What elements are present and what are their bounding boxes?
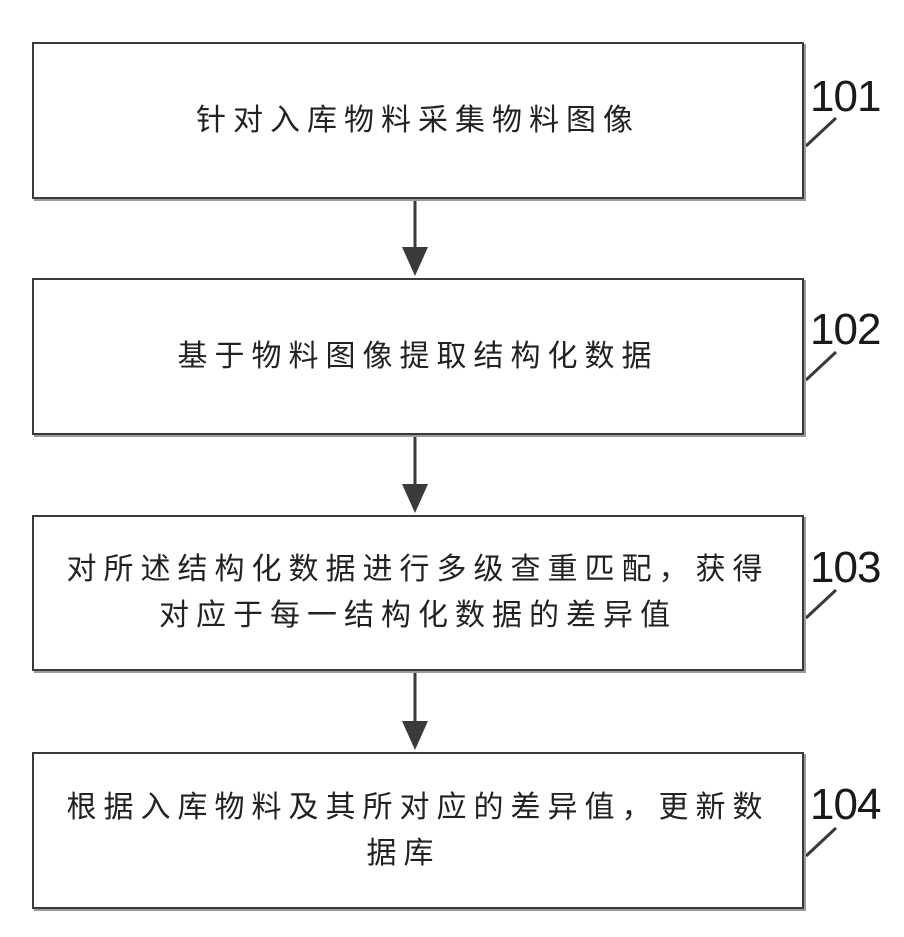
leader-line-104 — [806, 828, 836, 856]
process-text-step-2: 基于物料图像提取结构化数据 — [178, 334, 659, 380]
arrow-step-3-to-4 — [402, 673, 428, 750]
leader-line-102 — [806, 352, 836, 380]
step-number-103: 103 — [810, 543, 880, 593]
process-text-step-1: 针对入库物料采集物料图像 — [196, 98, 640, 144]
process-text-line: 对应于每一结构化数据的差异值 — [67, 593, 770, 639]
process-text-step-3: 对所述结构化数据进行多级查重匹配，获得 对应于每一结构化数据的差异值 — [67, 547, 770, 639]
process-box-step-1: 针对入库物料采集物料图像 — [32, 42, 804, 199]
step-number-101: 101 — [810, 72, 880, 122]
leader-line-103 — [806, 590, 836, 618]
arrow-step-1-to-2 — [402, 201, 428, 276]
process-text-line: 根据入库物料及其所对应的差异值，更新数 — [67, 785, 770, 831]
step-number-104: 104 — [810, 780, 880, 830]
leader-line-101 — [806, 118, 836, 146]
process-box-step-2: 基于物料图像提取结构化数据 — [32, 278, 804, 435]
process-box-step-3: 对所述结构化数据进行多级查重匹配，获得 对应于每一结构化数据的差异值 — [32, 515, 804, 671]
process-box-step-4: 根据入库物料及其所对应的差异值，更新数 据库 — [32, 752, 804, 909]
process-text-step-4: 根据入库物料及其所对应的差异值，更新数 据库 — [67, 785, 770, 877]
process-text-line: 对所述结构化数据进行多级查重匹配，获得 — [67, 547, 770, 593]
arrow-step-2-to-3 — [402, 437, 428, 513]
process-text-line: 基于物料图像提取结构化数据 — [178, 334, 659, 380]
process-text-line: 针对入库物料采集物料图像 — [196, 98, 640, 144]
process-text-line: 据库 — [67, 831, 770, 877]
step-number-102: 102 — [810, 305, 880, 355]
